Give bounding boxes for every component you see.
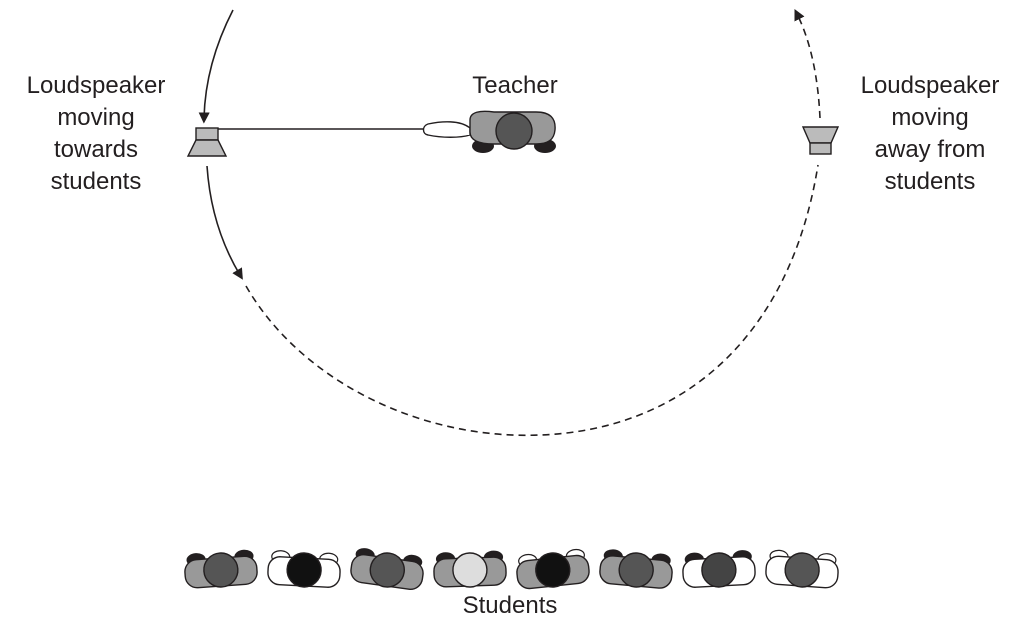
student-figure [516, 548, 590, 590]
motion-arc-left [206, 165, 243, 280]
motion-arc-bottom-dashed [245, 164, 819, 437]
left-loudspeaker [186, 127, 228, 157]
right-loudspeaker [801, 126, 840, 155]
teacher-figure [422, 110, 556, 153]
motion-arc-top-right-dashed [794, 8, 821, 119]
students-row [184, 548, 839, 591]
student-figure [765, 549, 839, 589]
student-figure [682, 550, 756, 588]
student-figure [267, 550, 341, 588]
student-figure [184, 549, 258, 589]
student-figure [350, 548, 424, 591]
right-loudspeaker-label: Loudspeaker moving away from students [860, 72, 1000, 195]
students-label: Students [462, 592, 558, 619]
left-loudspeaker-label: Loudspeaker moving towards students [26, 72, 166, 195]
motion-arc-top-left [198, 9, 234, 124]
teacher-label: Teacher [472, 72, 558, 99]
student-figure [433, 550, 507, 588]
student-figure [599, 549, 673, 589]
